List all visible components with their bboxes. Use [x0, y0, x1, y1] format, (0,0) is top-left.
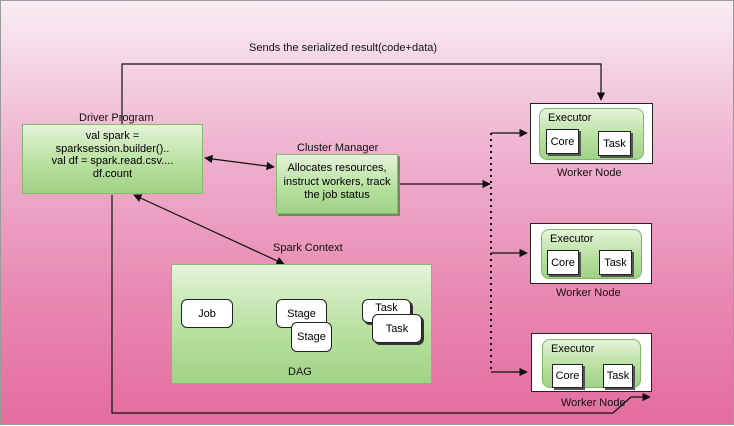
worker-node-label-1: Worker Node — [557, 167, 622, 179]
task-box: Task — [598, 131, 631, 156]
task-box: Task — [603, 364, 633, 388]
executor-label: Executor — [550, 233, 594, 245]
result-label: Sends the serialized result(code+data) — [249, 42, 438, 54]
cluster-line: instruct workers, track — [283, 175, 391, 188]
stage-node-2: Stage — [291, 322, 332, 352]
worker-node-3: Executor Core Task — [531, 333, 652, 392]
task-node-2: Task — [372, 314, 422, 343]
executor-label: Executor — [548, 112, 592, 124]
cluster-manager-box: Allocates resources, instruct workers, t… — [276, 154, 398, 214]
executor-label: Executor — [551, 343, 595, 355]
cluster-line: Allocates resources, — [287, 162, 387, 174]
worker-node-label-3: Worker Node — [561, 397, 626, 409]
job-node: Job — [181, 299, 233, 328]
driver-context-arrow — [133, 194, 285, 265]
worker-node-label-2: Worker Node — [556, 287, 621, 299]
worker-node-2: Executor Core Task — [530, 223, 652, 284]
driver-title: Driver Program — [79, 112, 154, 124]
core-box: Core — [547, 250, 579, 275]
executor-box: Executor Core Task — [539, 108, 644, 160]
executor-box: Executor Core Task — [541, 229, 642, 279]
result-arrow — [121, 63, 606, 124]
core-box: Core — [546, 129, 579, 154]
driver-line: sparksession.builder().. — [55, 142, 170, 155]
executor-box: Executor Core Task — [542, 339, 641, 388]
worker-node-1: Executor Core Task — [530, 103, 653, 164]
dag-label: DAG — [288, 366, 312, 378]
task-box: Task — [599, 250, 632, 275]
driver-cluster-arrow — [204, 154, 275, 171]
spark-context-title: Spark Context — [273, 242, 343, 254]
driver-line: val df = spark.read.csv.... — [51, 155, 174, 167]
driver-program-box: val spark = sparksession.builder().. val… — [22, 124, 203, 194]
core-box: Core — [552, 364, 583, 388]
driver-line: val spark = — [85, 130, 140, 142]
cluster-line: the job status — [304, 189, 370, 201]
driver-line: df.count — [92, 167, 133, 180]
cluster-manager-title: Cluster Manager — [297, 142, 379, 154]
return-arrow — [111, 195, 651, 414]
